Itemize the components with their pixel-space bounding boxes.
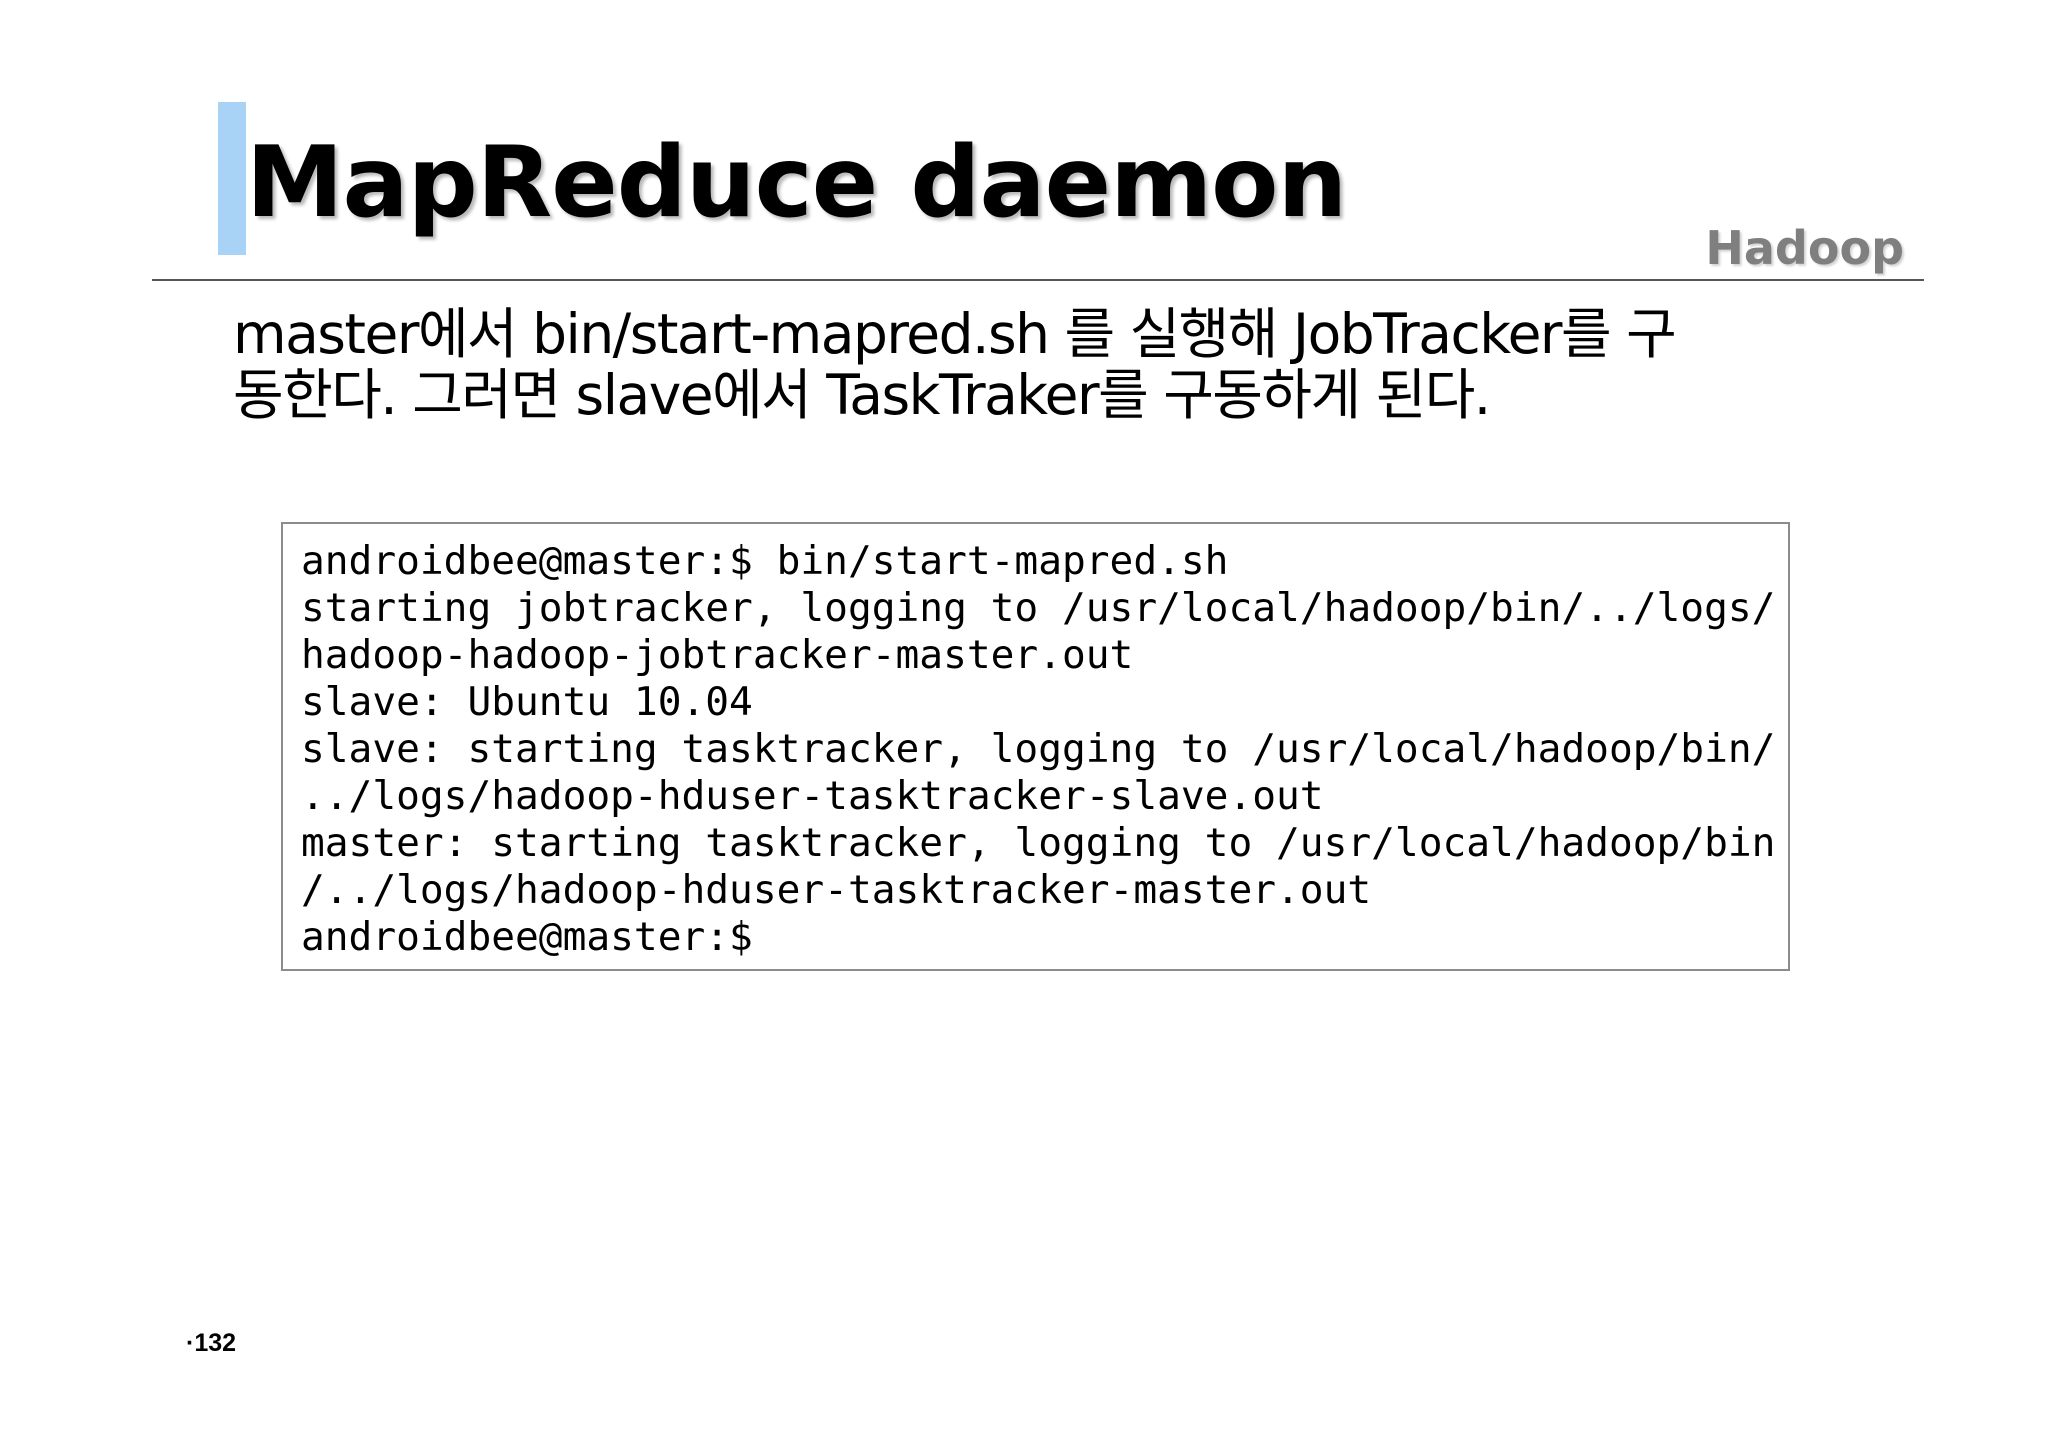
terminal-output-box: androidbee@master:$ bin/start-mapred.sh … (281, 522, 1790, 971)
terminal-line: slave: starting tasktracker, logging to … (301, 726, 1776, 772)
terminal-line: slave: Ubuntu 10.04 (301, 679, 753, 725)
terminal-line: ../logs/hadoop-hduser-tasktracker-slave.… (301, 773, 1324, 819)
terminal-line: starting jobtracker, logging to /usr/loc… (301, 585, 1776, 631)
terminal-line: /../logs/hadoop-hduser-tasktracker-maste… (301, 867, 1372, 913)
terminal-line: androidbee@master:$ bin/start-mapred.sh (301, 538, 1229, 584)
body-line: 동한다. 그러면 slave에서 TaskTraker를 구동하게 된다. (233, 363, 1491, 427)
body-line: master에서 bin/start-mapred.sh 를 실행해 JobTr… (233, 302, 1677, 366)
title-divider (152, 279, 1924, 281)
terminal-line: master: starting tasktracker, logging to… (301, 820, 1776, 866)
section-label: Hadoop (1705, 221, 1904, 275)
terminal-line: hadoop-hadoop-jobtracker-master.out (301, 632, 1134, 678)
page-number: ·132 (186, 1329, 237, 1357)
body-paragraph: master에서 bin/start-mapred.sh 를 실행해 JobTr… (233, 304, 1833, 426)
title-accent-bar (218, 102, 246, 255)
slide-title: MapReduce daemon (246, 126, 1347, 240)
terminal-line: androidbee@master:$ (301, 914, 753, 960)
